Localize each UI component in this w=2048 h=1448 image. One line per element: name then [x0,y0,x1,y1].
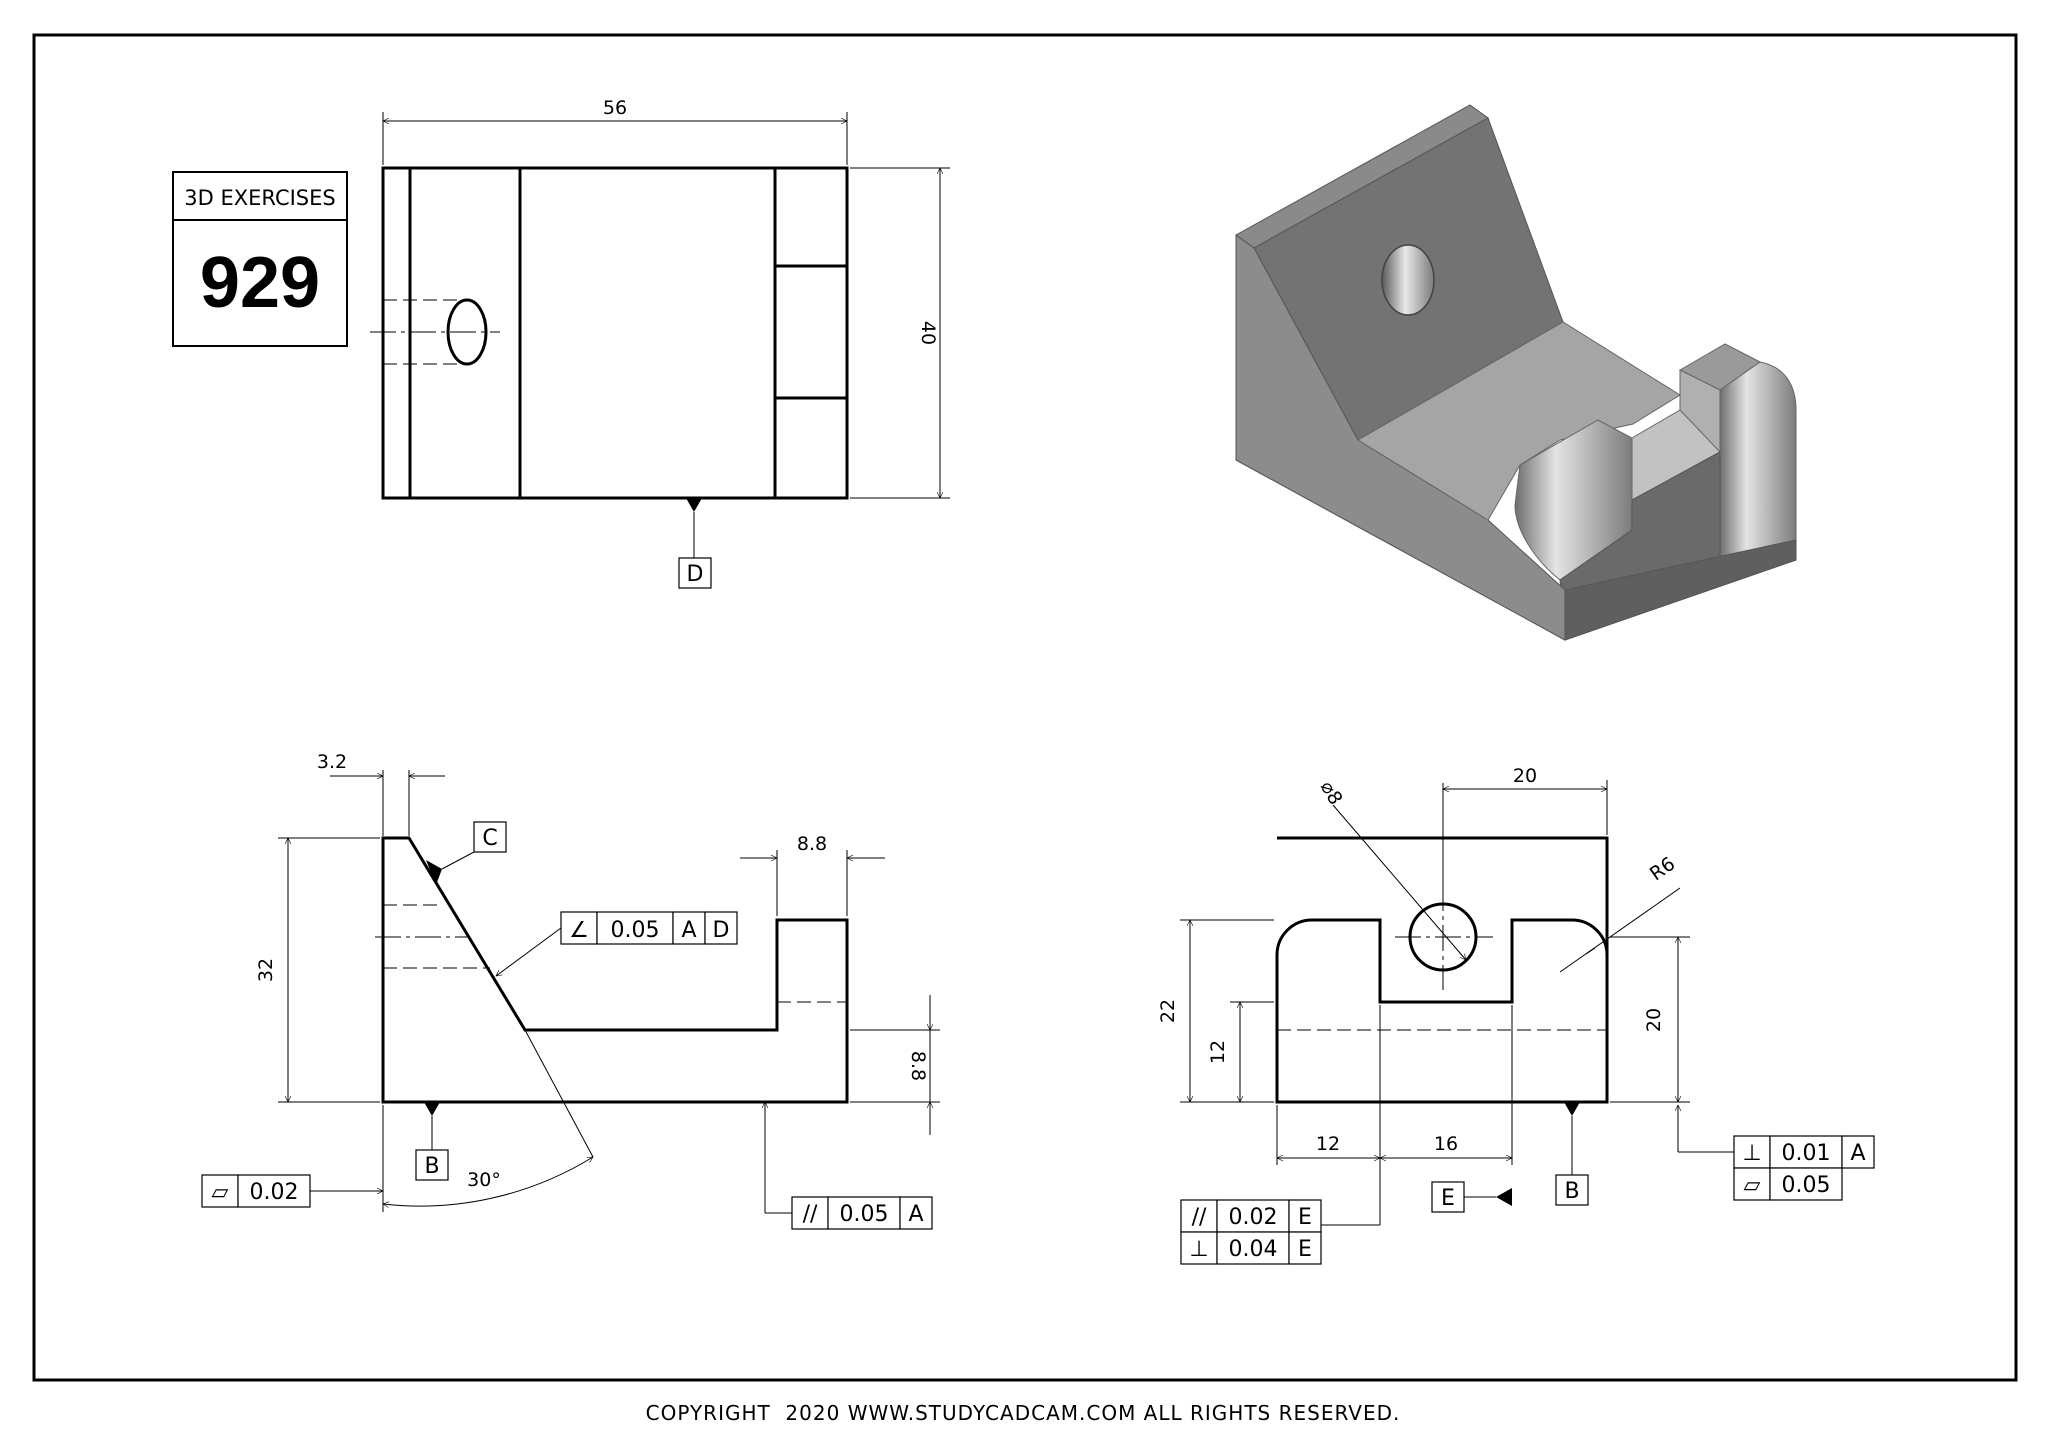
dim-base-8-8: 8.8 [907,1051,929,1081]
dim-height-40: 40 [917,321,939,345]
angularity-ref-d: D [713,918,730,943]
datum-c: C [482,826,497,851]
angularity-symbol: ∠ [569,918,589,943]
angularity-value: 0.05 [611,918,660,943]
datum-b-front: B [424,1154,439,1179]
flatness-value: 0.02 [250,1180,299,1205]
dim-slot-8-8: 8.8 [797,833,827,855]
perp-left-symbol: ⊥ [1189,1237,1208,1262]
dim-left-22: 22 [1157,999,1179,1023]
perp-left-ref: E [1298,1237,1312,1262]
perp-left-value: 0.04 [1229,1237,1278,1262]
dim-bottom-12: 12 [1316,1133,1340,1155]
dim-bottom-16: 16 [1434,1133,1458,1155]
hole-3d [1381,244,1435,316]
front-view: 3.2 32 8.8 8.8 C ∠ 0.05 A D [201,751,940,1230]
dim-inner-12: 12 [1207,1040,1229,1064]
flat-right-value: 0.05 [1782,1173,1831,1198]
par-left-ref: E [1298,1205,1312,1230]
datum-e: E [1441,1186,1455,1211]
title-block: 3D EXERCISES 929 [172,171,348,347]
top-view: 56 40 D [370,97,950,589]
par-left-symbol: // [1192,1205,1207,1230]
parallelism-symbol: // [803,1202,818,1227]
post-round-face [1719,361,1797,586]
drawing-border [32,33,2018,1382]
par-left-value: 0.02 [1229,1205,1278,1230]
copyright-line: COPYRIGHT 2020 WWW.STUDYCADCAM.COM ALL R… [646,1401,1401,1425]
parallelism-ref-a: A [908,1202,923,1227]
dim-offset-3-2: 3.2 [317,751,347,773]
datum-b-side: B [1564,1179,1579,1204]
dim-hole-8: ⌀8 [1316,777,1347,808]
flatness-symbol: ▱ [212,1180,229,1205]
exercise-number: 929 [200,243,320,323]
title-heading: 3D EXERCISES [184,186,335,210]
dim-right-20: 20 [1643,1008,1665,1032]
isometric-model [1235,104,1797,641]
perp-right-symbol: ⊥ [1742,1141,1761,1166]
dim-width-56: 56 [603,97,627,119]
parallelism-value: 0.05 [840,1202,889,1227]
perp-right-ref: A [1850,1141,1865,1166]
dim-angle-30: 30° [467,1169,501,1191]
dim-top-20: 20 [1513,765,1537,787]
datum-d: D [687,562,704,587]
dim-height-32: 32 [255,958,277,982]
flat-right-symbol: ▱ [1744,1173,1761,1198]
perp-right-value: 0.01 [1782,1141,1831,1166]
side-view: ⌀8 20 R6 22 12 20 12 16 [1157,765,1875,1265]
angularity-ref-a: A [681,918,696,943]
dim-radius-6: R6 [1646,853,1679,886]
